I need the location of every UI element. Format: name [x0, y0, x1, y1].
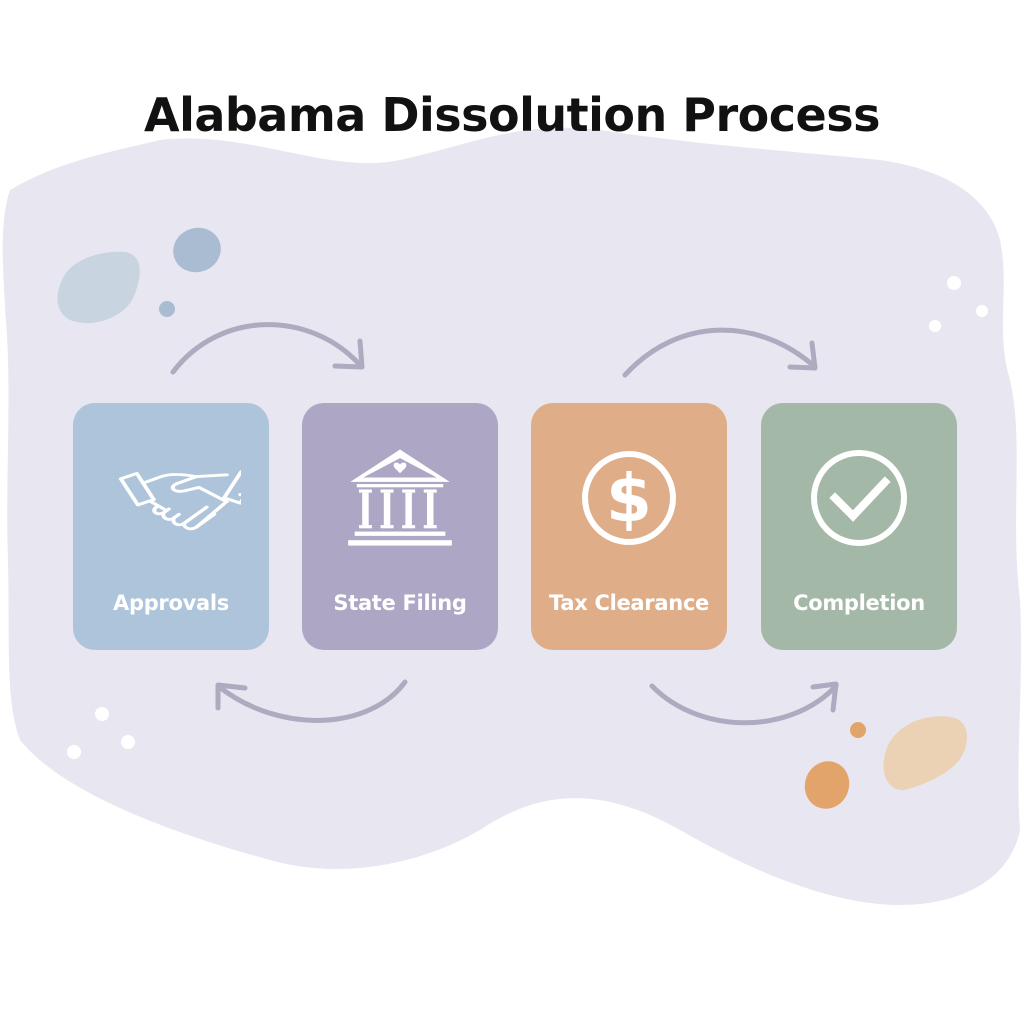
white-dot: [95, 707, 109, 721]
page-title: Alabama Dissolution Process: [143, 88, 881, 142]
white-dot: [976, 305, 988, 317]
check-circle-icon: [811, 450, 907, 546]
step-card-approvals[interactable]: Approvals: [73, 403, 269, 650]
blue-blob-medium: [173, 227, 221, 273]
step-card-state-filing[interactable]: State Filing: [302, 403, 498, 650]
white-dot: [929, 320, 941, 332]
svg-text:$: $: [606, 460, 652, 537]
white-dot: [947, 276, 961, 290]
white-dot: [67, 745, 81, 759]
step-label: Tax Clearance: [549, 591, 709, 615]
orange-blob-medium: [804, 761, 850, 809]
blue-blob-large: [57, 251, 140, 324]
step-card-completion[interactable]: Completion: [761, 403, 957, 650]
step-label: State Filing: [333, 591, 467, 615]
step-label: Approvals: [113, 591, 229, 615]
orange-blob-large: [883, 716, 968, 791]
bank-building-icon: [348, 449, 452, 546]
blue-dot-small: [159, 301, 175, 317]
step-card-tax-clearance[interactable]: $ Tax Clearance: [531, 403, 727, 650]
white-dot: [121, 735, 135, 749]
dollar-circle-icon: $: [582, 451, 676, 545]
handshake-icon: [118, 470, 241, 531]
step-label: Completion: [793, 591, 925, 615]
orange-dot-small: [850, 722, 866, 738]
